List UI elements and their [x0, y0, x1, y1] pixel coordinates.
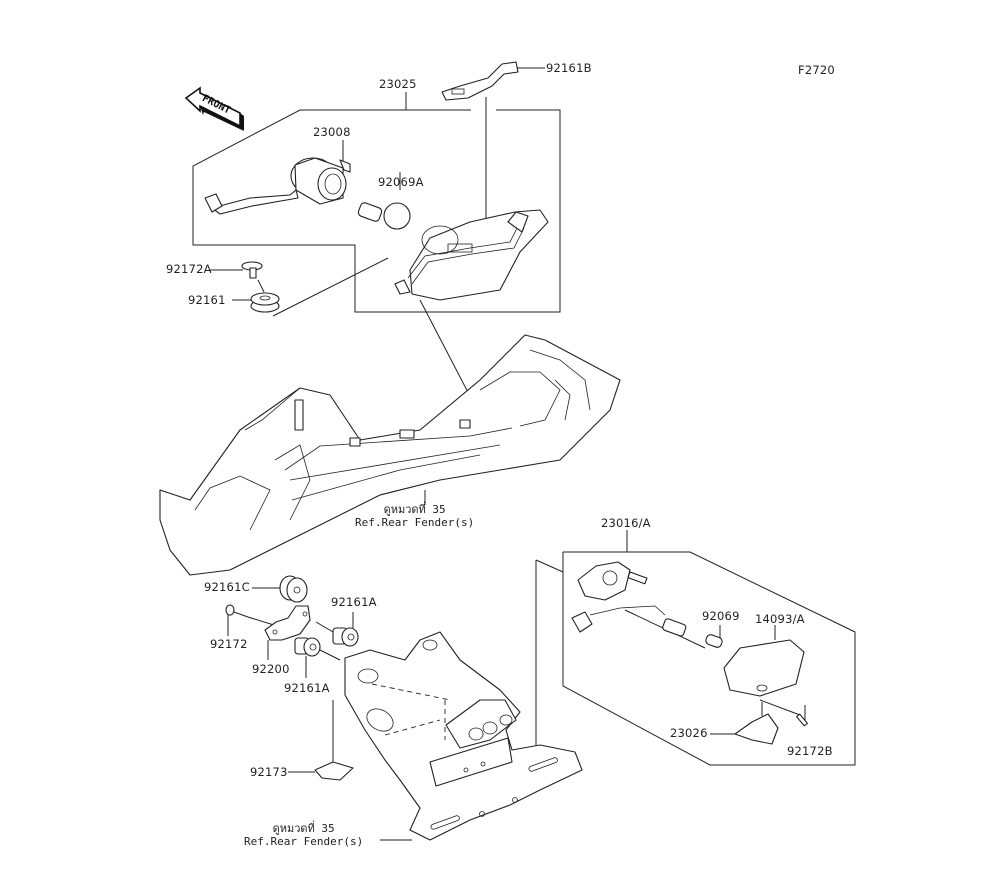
group-bracket-23025	[192, 67, 561, 401]
figure-code: F2720	[798, 63, 835, 77]
part-label-92069[interactable]: 92069	[702, 609, 740, 623]
group-bracket-23016A	[535, 530, 856, 766]
reference-rear-fender-upper[interactable]: ดูหมวดที่ 35 Ref.Rear Fender(s)	[355, 503, 474, 529]
part-92161A-damper-bottom	[294, 637, 341, 678]
reference-thai-text: ดูหมวดที่ 35	[272, 822, 335, 835]
part-label-92172B[interactable]: 92172B	[787, 744, 833, 758]
front-direction-arrow-icon: FRONT	[184, 86, 244, 131]
rear-fender-assembly	[159, 334, 621, 576]
part-label-14093A[interactable]: 14093/A	[755, 612, 805, 626]
part-23008-socket	[204, 157, 351, 215]
reference-english-text: Ref.Rear Fender(s)	[355, 516, 475, 529]
part-92069-bulb	[705, 634, 723, 648]
part-92200-plate	[264, 605, 311, 660]
part-label-92173[interactable]: 92173	[250, 765, 288, 779]
part-label-92161A-bottom[interactable]: 92161A	[284, 681, 330, 695]
part-92069A-bulb	[357, 202, 411, 230]
reference-rear-fender-lower[interactable]: ดูหมวดที่ 35 Ref.Rear Fender(s)	[244, 822, 363, 848]
part-label-23016A[interactable]: 23016/A	[601, 516, 651, 530]
part-92173-clip	[288, 700, 354, 781]
part-92172B-screw	[796, 713, 808, 727]
part-label-92172A[interactable]: 92172A	[166, 262, 212, 276]
tail-lamp-housing	[394, 209, 549, 301]
reference-thai-text: ดูหมวดที่ 35	[383, 503, 446, 516]
part-92161C-collar	[252, 575, 308, 603]
part-label-92172[interactable]: 92172	[210, 637, 248, 651]
reference-english-text: Ref.Rear Fender(s)	[244, 835, 364, 848]
part-label-92161B[interactable]: 92161B	[546, 61, 592, 75]
part-label-92161[interactable]: 92161	[188, 293, 226, 307]
part-92161-grommet	[250, 292, 280, 313]
part-label-92161C[interactable]: 92161C	[204, 580, 250, 594]
part-label-23026[interactable]: 23026	[670, 726, 708, 740]
part-23016A-socket	[571, 561, 687, 637]
part-label-92069A[interactable]: 92069A	[378, 175, 424, 189]
part-label-23025[interactable]: 23025	[379, 77, 417, 91]
part-label-92200[interactable]: 92200	[252, 662, 290, 676]
part-92161A-damper-top	[315, 612, 359, 647]
part-23026-reflector	[734, 702, 779, 745]
part-92161B-bracket	[441, 61, 519, 101]
part-92172A-screw	[241, 261, 263, 279]
part-label-92161A-top[interactable]: 92161A	[331, 595, 377, 609]
part-14093A-lens	[723, 639, 805, 697]
part-label-23008[interactable]: 23008	[313, 125, 351, 139]
license-plate-bracket	[344, 631, 583, 841]
